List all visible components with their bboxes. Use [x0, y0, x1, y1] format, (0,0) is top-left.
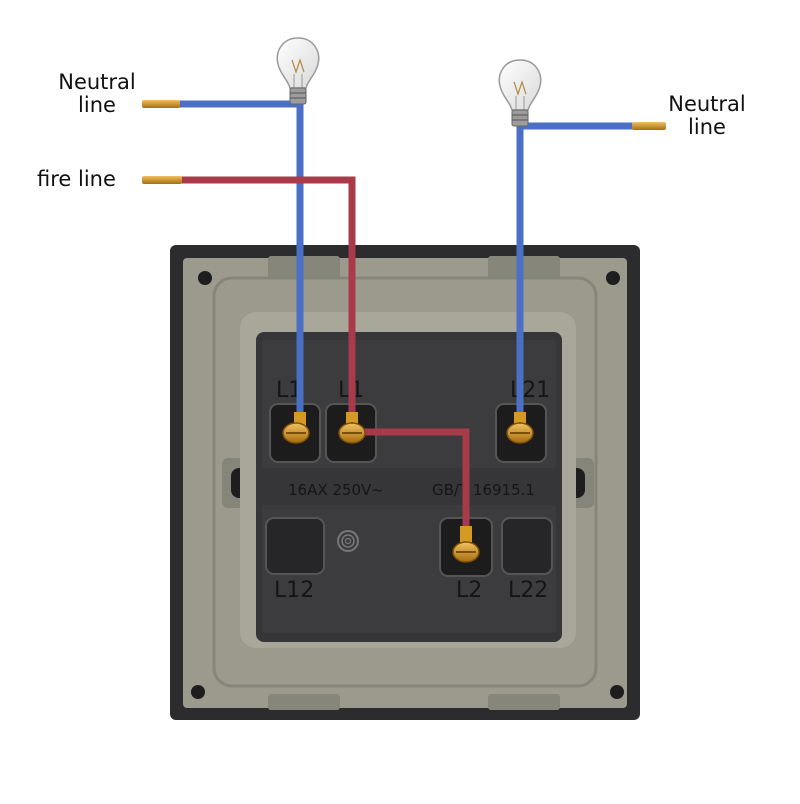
standard-marking: GB/T 16915.1 [432, 481, 535, 499]
terminal-label-l1-2: L12 [274, 578, 314, 603]
screw-hole-bottom-right [610, 685, 624, 699]
light-bulb-right-icon [498, 59, 542, 127]
fire-jumper-wire [360, 428, 470, 540]
terminal-label-l2: L2 [456, 578, 482, 603]
neutral-line-label-right: Neutral line [664, 93, 750, 139]
terminal-connector-l1-top [282, 412, 310, 444]
neutral-line-label-left-2: line [78, 93, 116, 117]
neutral-line-label-left-1: Neutral [58, 70, 136, 94]
copper-end-neutral-right [632, 122, 666, 130]
neutral-line-label-left: Neutral line [54, 71, 140, 117]
neutral-line-label-right-2: line [688, 115, 726, 139]
terminal-connector-l2 [452, 526, 480, 563]
rating-marking: 16AX 250V~ [288, 481, 384, 499]
fire-wire [180, 176, 356, 425]
copper-end-fire [142, 176, 182, 184]
screw-hole-top-left [198, 271, 212, 285]
frame-tab-top-right [488, 256, 560, 278]
terminal-socket-l2-2 [501, 517, 553, 575]
terminal-label-l2-1: L21 [510, 378, 550, 403]
frame-tab-bottom-right [488, 694, 560, 710]
terminal-connector-l1 [338, 412, 366, 444]
frame-inner-border [212, 276, 598, 688]
frame-tab-bottom-left [268, 694, 340, 710]
certification-mark-icon [337, 530, 359, 552]
terminal-connector-l2-1 [506, 412, 534, 444]
terminal-socket-l1-2 [265, 517, 325, 575]
light-bulb-left-icon [276, 37, 320, 105]
copper-end-neutral-left [142, 100, 180, 108]
fire-line-label: fire line [37, 167, 116, 191]
neutral-line-label-right-1: Neutral [668, 92, 746, 116]
frame-tab-top-left [268, 256, 340, 278]
screw-hole-bottom-left [191, 685, 205, 699]
screw-hole-top-right [606, 271, 620, 285]
terminal-label-l2-2: L22 [508, 578, 548, 603]
